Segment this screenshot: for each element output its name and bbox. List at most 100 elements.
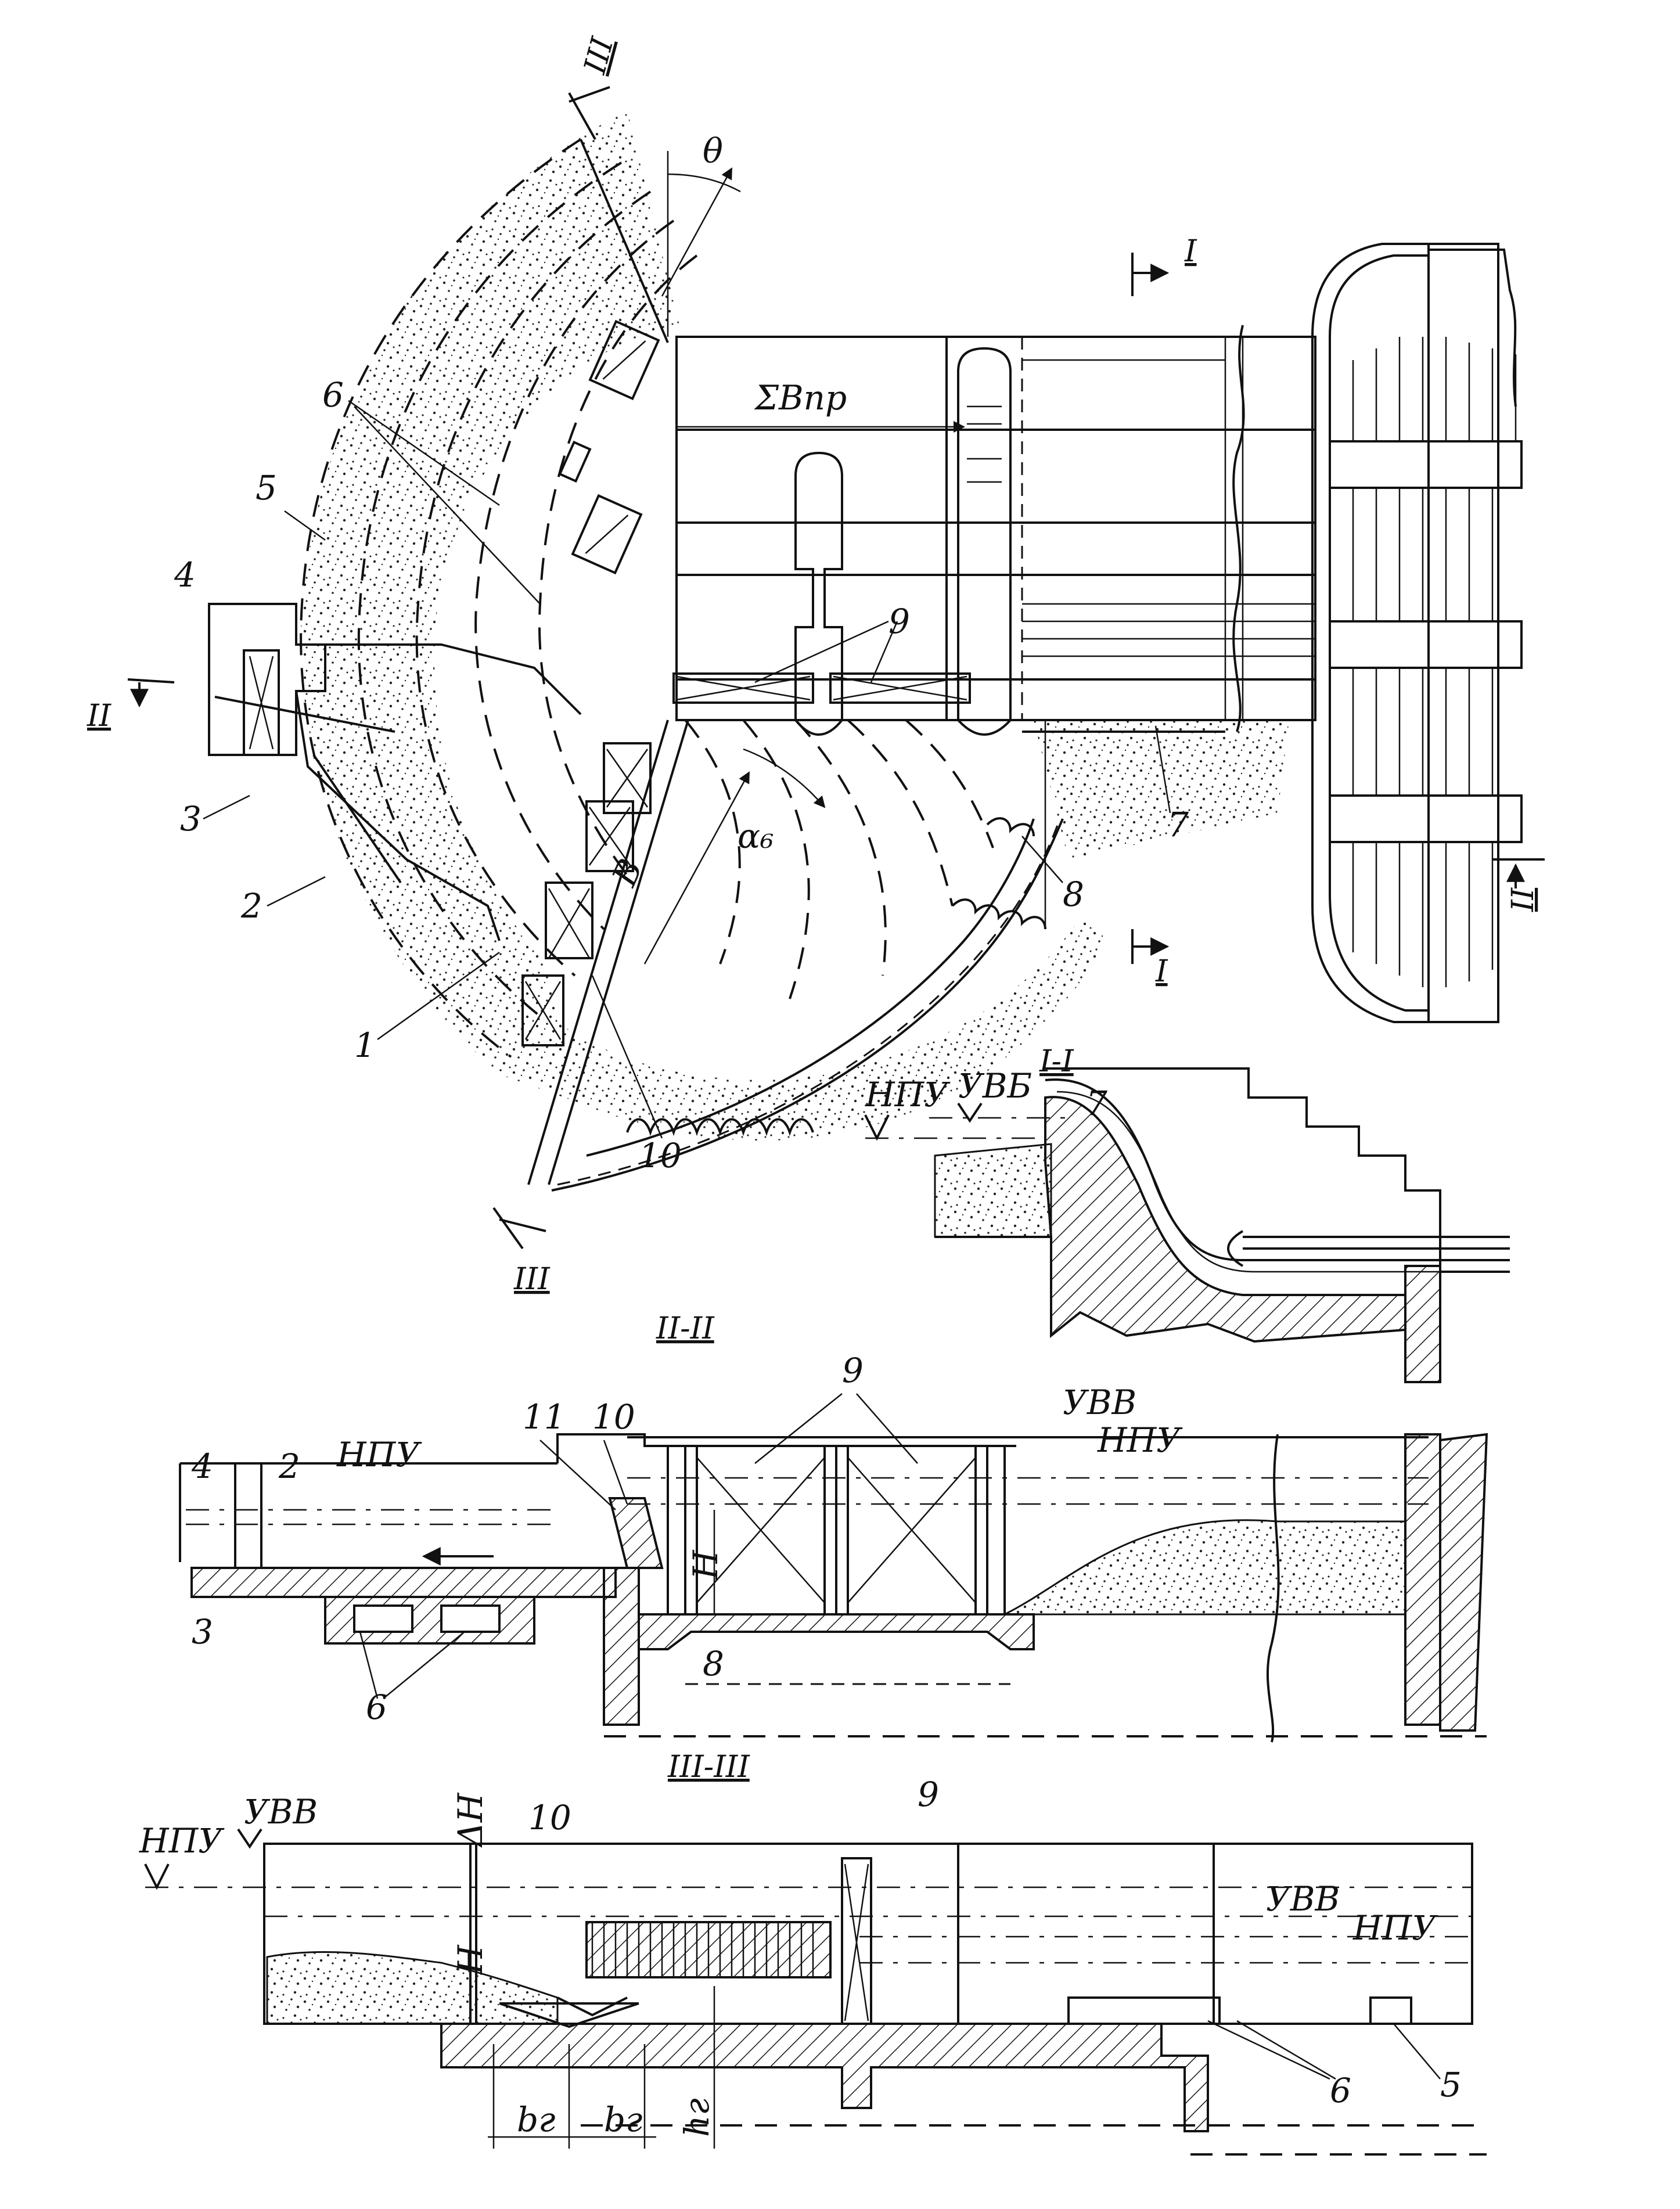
bg-label-2: bг bbox=[604, 2100, 642, 2139]
label-2-sec: 2 bbox=[278, 1447, 300, 1486]
section-III-top-label: III bbox=[577, 33, 621, 78]
break-line-1 bbox=[1232, 325, 1245, 732]
outlet-gates bbox=[521, 742, 652, 1046]
section-II-II: II-II 4 2 НПУ 11 10 9 УВВ НПУ H 3 6 8 bbox=[179, 1311, 1488, 1743]
energy-dissipators-right bbox=[951, 898, 1046, 930]
flow-curve-2 bbox=[742, 719, 810, 999]
label-1-plan: 1 bbox=[354, 1026, 376, 1065]
energy-dissipators-right2 bbox=[986, 817, 1035, 837]
flow-line-outer bbox=[300, 138, 582, 1058]
section-I-top-label: I bbox=[1184, 234, 1197, 269]
leader-5-III bbox=[1393, 2023, 1441, 2080]
section-mark-I-bottom bbox=[1131, 929, 1170, 964]
label-7-plan: 7 bbox=[1167, 805, 1189, 844]
npu-label-III-left: НПУ bbox=[139, 1821, 225, 1861]
label-4-plan: 4 bbox=[174, 555, 196, 595]
leader-9a bbox=[754, 620, 889, 683]
leader-2 bbox=[267, 876, 326, 907]
leader-6-IIa bbox=[359, 1631, 379, 1699]
flow-line-5 bbox=[538, 254, 698, 884]
nappe-lines bbox=[1045, 1078, 1510, 1261]
section-mark-II-left bbox=[127, 678, 175, 708]
leader-6-IIb bbox=[383, 1631, 465, 1699]
sumB-label: ΣBпр bbox=[754, 378, 847, 418]
skew-gate-blocks bbox=[558, 319, 660, 575]
dam-axis-lower-b bbox=[548, 719, 689, 1185]
roller-I bbox=[1227, 1230, 1244, 1267]
section-III-III-title: III-III bbox=[667, 1750, 750, 1785]
downstream-stepped-plan bbox=[1311, 243, 1523, 1023]
floor-slab-III bbox=[440, 2023, 1209, 2132]
npu-label-II-right: НПУ bbox=[1097, 1420, 1183, 1460]
flow-curve-5 bbox=[905, 719, 994, 848]
energy-dissipators-lower bbox=[626, 1118, 814, 1136]
npu-label-III-right: НПУ bbox=[1352, 1908, 1438, 1948]
sand-III-left bbox=[266, 1951, 559, 2025]
leader-9-IIa bbox=[754, 1393, 843, 1464]
gallery-III-1 bbox=[1067, 1996, 1221, 2025]
break-II bbox=[1267, 1434, 1280, 1743]
alpha-arc bbox=[743, 748, 826, 808]
leader-6-IIIa bbox=[1207, 2020, 1330, 2080]
right-bank-II bbox=[1439, 1433, 1488, 1732]
uvv-label-III-right: УВВ bbox=[1266, 1879, 1340, 1919]
label-9-sec-III: 9 bbox=[918, 1775, 939, 1814]
label-10-sec-III: 10 bbox=[528, 1798, 571, 1837]
plan-view: III θ 6 5 4 3 2 1 10 bbox=[87, 33, 1545, 1297]
section-III-III: III-III УВВ НПУ ΔH H 10 9 УВВ НПУ 6 5 bг… bbox=[139, 1750, 1487, 2156]
section-mark-III-top bbox=[568, 86, 610, 140]
theta-dir bbox=[661, 167, 733, 297]
label-11-sec: 11 bbox=[523, 1397, 566, 1437]
hg-label: hг bbox=[677, 2098, 717, 2137]
uvv-marker-III bbox=[237, 1828, 262, 1849]
section-II-II-title: II-II bbox=[656, 1311, 715, 1346]
leader-5 bbox=[284, 510, 326, 541]
gallery-6b bbox=[440, 1604, 501, 1633]
end-sill-I bbox=[1404, 1265, 1441, 1383]
flow-line-3 bbox=[415, 190, 652, 977]
npu-label-I: НПУ bbox=[865, 1075, 951, 1114]
stepped-crest-outline bbox=[1045, 1067, 1441, 1266]
leader-3 bbox=[203, 794, 250, 820]
section-II-left-label: II bbox=[87, 699, 112, 733]
label-2-plan: 2 bbox=[240, 886, 262, 926]
label-7-sec: 7 bbox=[1086, 1084, 1107, 1123]
sand-zone-lower-arc bbox=[557, 918, 1109, 1141]
section-I-bottom-label: I bbox=[1155, 954, 1168, 989]
intake-gate-II bbox=[234, 1462, 262, 1569]
npu-marker-III bbox=[144, 1863, 170, 1890]
H-label-II: H bbox=[686, 1549, 725, 1580]
label-8-sec: 8 bbox=[703, 1644, 724, 1683]
leader-11-II bbox=[539, 1440, 616, 1510]
upstream-fill-I bbox=[934, 1143, 1052, 1238]
leader-6-IIIb bbox=[1236, 2020, 1336, 2080]
uvb-marker-I bbox=[957, 1102, 983, 1123]
leader-6a bbox=[348, 400, 500, 506]
leader-1 bbox=[377, 951, 500, 1041]
end-wall-II bbox=[1404, 1433, 1441, 1726]
gate-9-III-x bbox=[844, 1863, 869, 2021]
label-4-sec: 4 bbox=[191, 1447, 213, 1486]
flow-curve-1 bbox=[684, 719, 741, 965]
label-6-plan: 6 bbox=[322, 375, 344, 415]
uvv-label-III-left: УВВ bbox=[244, 1792, 318, 1832]
gallery-6a bbox=[353, 1604, 413, 1633]
dam-axis-lower bbox=[527, 719, 669, 1185]
sand-II bbox=[1004, 1519, 1406, 1616]
lower-chute-outer bbox=[551, 818, 1064, 1192]
label-3-plan: 3 bbox=[180, 799, 202, 839]
nappe-lines-2 bbox=[1056, 1091, 1510, 1273]
sand-zone-left-arc bbox=[301, 110, 679, 1103]
uvb-label-I: УВБ bbox=[958, 1066, 1032, 1106]
theta-label: θ bbox=[703, 131, 723, 171]
dam-axis bbox=[580, 139, 669, 343]
label-9-secII: 9 bbox=[842, 1351, 864, 1390]
section-mark-II-right bbox=[1492, 858, 1545, 888]
label-5-sec-III: 5 bbox=[1440, 2065, 1462, 2104]
section-II-right-label: II bbox=[1506, 887, 1541, 912]
lower-chute-inner bbox=[586, 818, 1035, 1157]
leader-9-IIb bbox=[856, 1393, 918, 1464]
leader-7 bbox=[1154, 725, 1171, 814]
leader-10 bbox=[591, 975, 663, 1139]
